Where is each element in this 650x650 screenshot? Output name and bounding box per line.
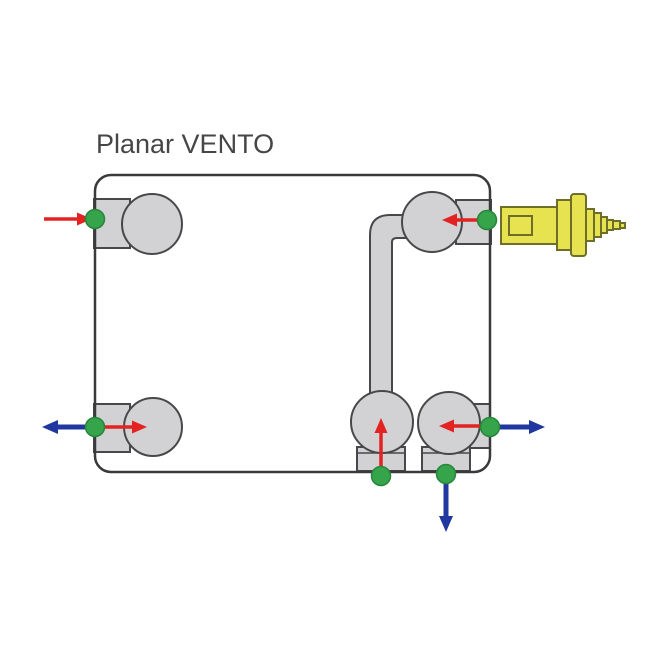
valve-flange <box>570 193 587 257</box>
thermostatic-valve-insert-icon <box>500 193 626 257</box>
connection-points-layer <box>84 208 501 487</box>
boss-top-right <box>401 191 463 253</box>
connection-point-top-left <box>84 208 106 230</box>
valve-cone-step-2 <box>593 212 602 238</box>
connection-point-top-right <box>476 209 498 231</box>
boss-top-left <box>121 193 183 255</box>
connection-point-bottom-center-left <box>370 465 392 487</box>
product-title: Planar VENTO <box>96 129 274 159</box>
valve-cone-step-1 <box>585 208 595 242</box>
valve-pin-tip <box>619 222 626 229</box>
valve-pin <box>612 220 621 230</box>
radiator-outline <box>93 173 492 474</box>
connection-point-bottom-left <box>84 416 106 438</box>
valve-collar <box>556 199 572 251</box>
valve-body-detail <box>508 215 533 236</box>
connection-point-bottom-center-right <box>435 463 457 485</box>
connection-point-bottom-right-side <box>479 416 501 438</box>
flow-in-top-left-arrow <box>44 212 92 226</box>
